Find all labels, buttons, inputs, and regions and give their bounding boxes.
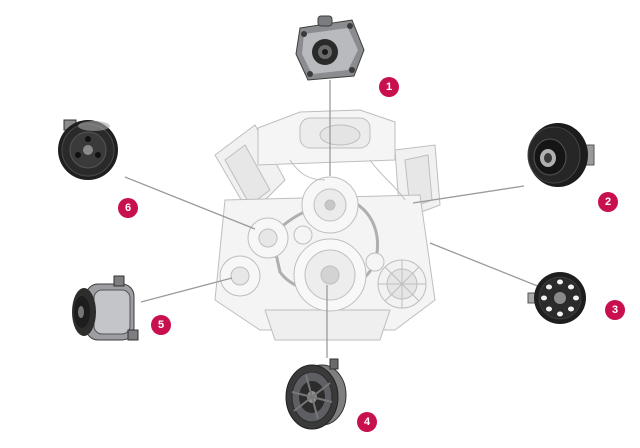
leader-line-3	[429, 242, 541, 288]
callout-badge-2: 2	[598, 192, 618, 212]
ac-compressor-clutch-icon	[285, 358, 347, 430]
callout-badge-4: 4	[357, 412, 377, 432]
callout-badge-6: 6	[118, 198, 138, 218]
clutch-pulley-icon	[58, 119, 118, 180]
callout-badge-3: 3	[605, 300, 625, 320]
ac-compressor-icon	[72, 275, 139, 341]
leader-lines	[124, 80, 541, 358]
crankshaft-pulley-icon	[527, 272, 586, 324]
leader-line-2	[412, 185, 525, 204]
water-pump-icon	[295, 15, 365, 81]
leader-line-6	[124, 176, 256, 230]
callout-badge-5: 5	[151, 315, 171, 335]
callout-badge-1: 1	[379, 77, 399, 97]
leader-line-5	[140, 277, 233, 303]
engine-illustration	[214, 109, 441, 341]
crankshaft-damper-icon	[527, 123, 595, 187]
